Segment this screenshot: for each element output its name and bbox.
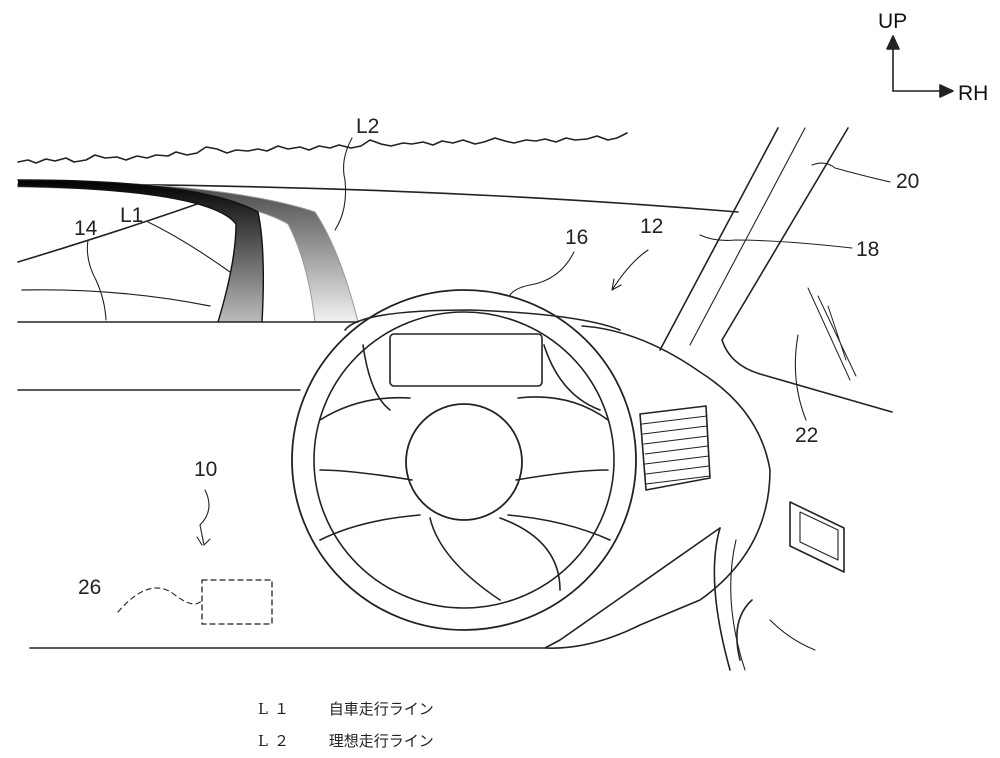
road-center-line — [21, 289, 211, 307]
legend-row-l2: L２ 理想走行ライン — [258, 730, 434, 751]
side-window-lower-edge — [721, 339, 893, 413]
door-handle — [789, 501, 845, 573]
meter-hood — [344, 309, 621, 331]
label-20: 20 — [896, 170, 919, 193]
steering-wheel-upper-spokes — [319, 396, 609, 421]
l1-inner-edge — [17, 185, 237, 323]
steering-wheel — [291, 289, 637, 631]
dashboard-right-pod — [544, 325, 771, 649]
leader-12 — [611, 249, 649, 291]
leader-l1 — [147, 221, 231, 273]
label-16: 16 — [565, 226, 588, 249]
a-pillar-trim-line — [689, 127, 806, 346]
orientation-indicator: UP RH — [878, 10, 988, 105]
leader-12-arrowhead — [611, 278, 622, 291]
l1-outer-edge — [17, 179, 265, 323]
up-arrow-head — [886, 35, 900, 50]
leader-14 — [86, 239, 107, 321]
leader-16 — [509, 251, 575, 296]
dashboard-lower-edge — [29, 527, 721, 649]
legend-code: L２ — [258, 732, 295, 750]
steering-wheel-side-spokes — [319, 469, 609, 481]
own-travel-line-l1 — [18, 180, 264, 322]
label-22: 22 — [795, 424, 818, 447]
label-26: 26 — [78, 576, 101, 599]
label-10: 10 — [194, 458, 217, 481]
label-l1: L1 — [120, 204, 143, 227]
leader-10 — [199, 489, 210, 546]
label-18: 18 — [856, 238, 879, 261]
road-edge-far — [17, 195, 221, 263]
ideal-travel-line-l2 — [18, 181, 358, 322]
label-14: 14 — [74, 217, 98, 240]
meter-hood-left-side — [362, 344, 391, 411]
instrument-cluster — [389, 333, 543, 387]
leader-l2 — [334, 137, 353, 231]
door-pocket-bottom — [769, 619, 816, 651]
legend-text: 自車走行ライン — [328, 700, 434, 718]
steering-wheel-bottom-spoke — [429, 517, 561, 601]
window-glare — [807, 287, 857, 381]
legend-row-l1: L１ 自車走行ライン — [258, 698, 434, 719]
leader-lines — [86, 137, 891, 613]
legend-code: L１ — [258, 700, 295, 718]
controller-box — [201, 579, 273, 625]
label-l2: L2 — [356, 115, 379, 138]
leader-22 — [794, 334, 807, 421]
rh-arrow-head — [939, 84, 954, 98]
steering-wheel-rim-inner — [313, 311, 615, 609]
door-pocket — [736, 599, 753, 661]
a-pillar-front-edge — [659, 127, 779, 351]
steering-wheel-lower-contour — [319, 514, 611, 541]
rh-label: RH — [958, 82, 988, 105]
air-vent — [639, 405, 711, 491]
up-label: UP — [878, 10, 907, 33]
leader-20 — [811, 162, 891, 183]
door-trim-inner — [730, 539, 746, 671]
steering-hub — [405, 403, 523, 521]
leader-18 — [699, 234, 853, 249]
door-front-edge — [713, 527, 731, 671]
leader-10-arrowhead — [196, 536, 211, 546]
legend-text: 理想走行ライン — [328, 732, 434, 750]
horizon-treeline — [17, 132, 628, 164]
meter-hood-right-side — [543, 344, 601, 411]
label-12: 12 — [640, 215, 663, 238]
steering-wheel-rim-outer — [291, 289, 637, 631]
leader-26 — [117, 587, 203, 613]
